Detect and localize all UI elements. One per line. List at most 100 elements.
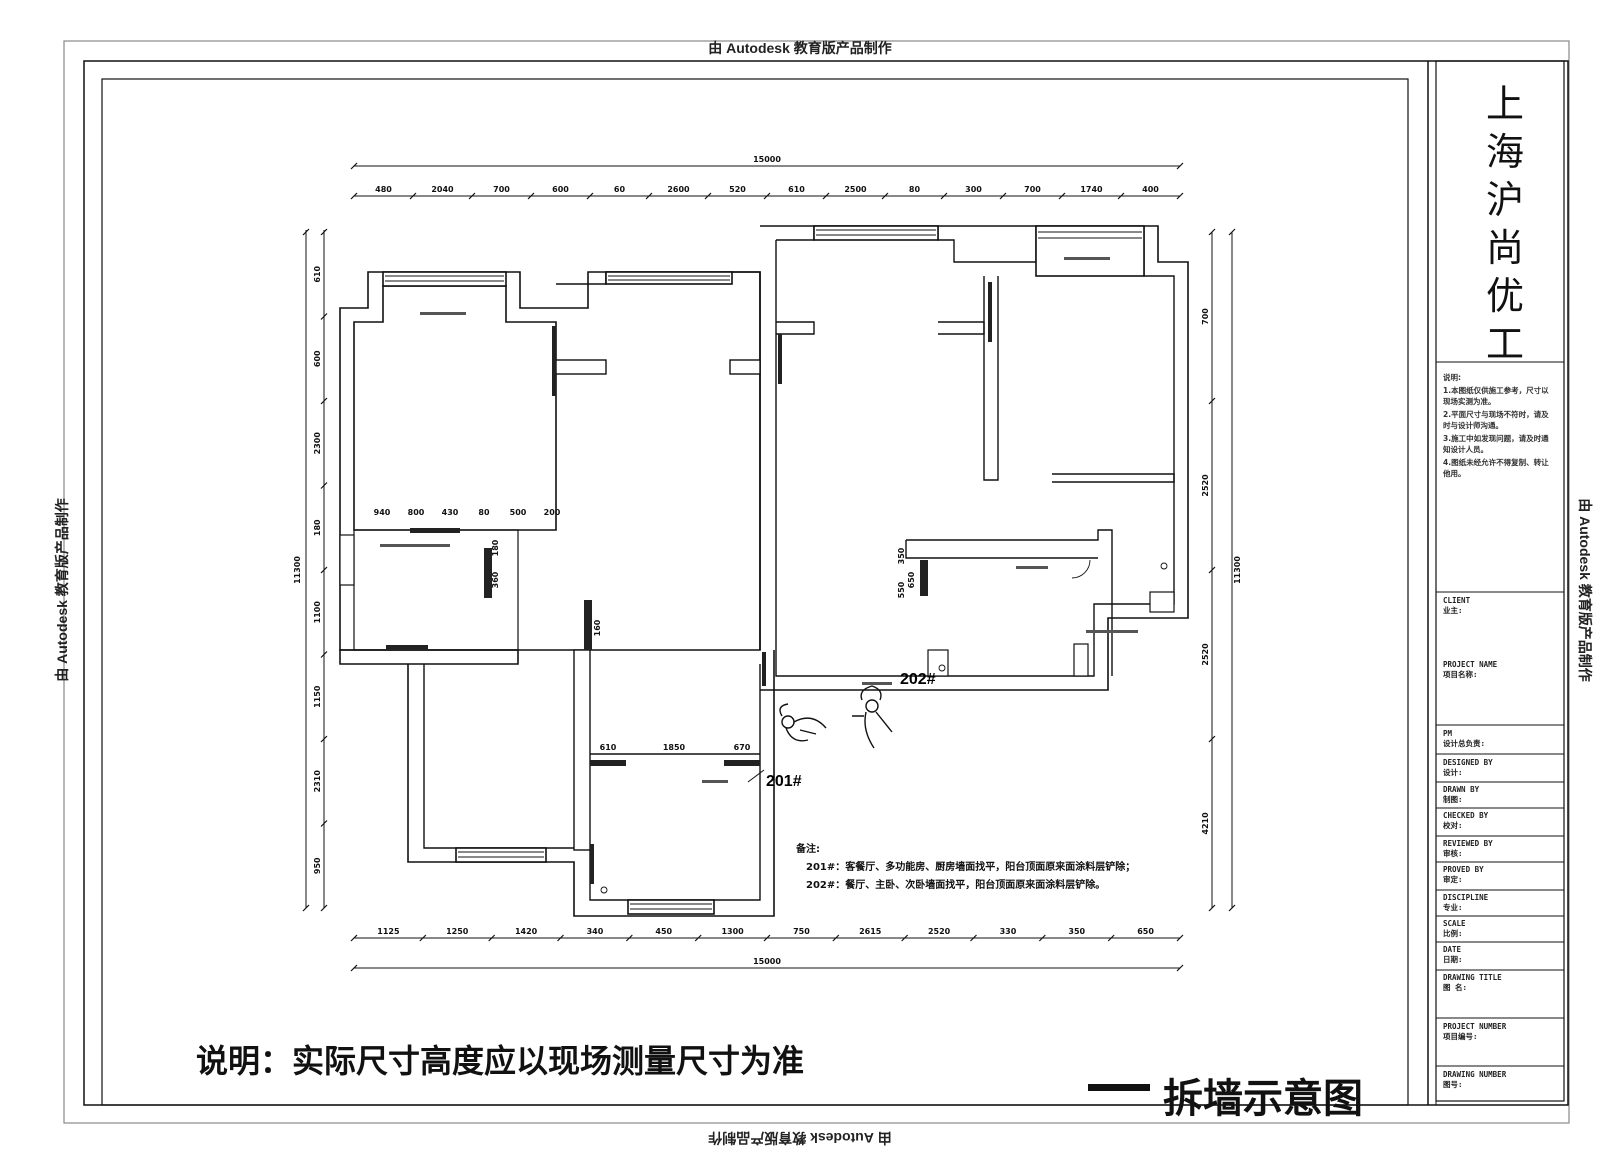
dimension-label: 2500 <box>844 185 867 194</box>
dimension-tick <box>1038 934 1046 942</box>
dimension-label: 610 <box>313 265 322 282</box>
remarks-title: 备注: <box>795 842 820 855</box>
dimension-label: 1100 <box>313 601 322 624</box>
dimension-tick <box>881 192 889 200</box>
dimension-label: 1250 <box>446 927 469 936</box>
dimension-tick <box>822 192 830 200</box>
balcony-left <box>382 271 507 287</box>
dimension-label: 750 <box>793 927 810 936</box>
inner-dim-label: 670 <box>734 743 751 752</box>
inner-dim-label: 430 <box>442 508 459 517</box>
dimension-tick <box>419 934 427 942</box>
dimension-label: 1150 <box>313 685 322 708</box>
dimension-label: 4210 <box>1201 812 1210 835</box>
dimension-label: 2600 <box>667 185 690 194</box>
window-kitchen-bottom <box>627 899 715 915</box>
wall-right-inner <box>775 226 1175 677</box>
notes-item: 4.图纸未经允许不得复制、转让他用。 <box>1443 458 1549 478</box>
window-lower-left <box>455 847 547 863</box>
notes-item: 1.本图纸仅供施工参考，尺寸以现场实测为准。 <box>1443 386 1549 406</box>
dim-top-total: 15000 <box>753 155 781 164</box>
title-underline-bar <box>1088 1084 1150 1091</box>
company-char: 海 <box>1485 130 1524 174</box>
dimension-tick <box>832 934 840 942</box>
company-name: 上 海 沪 尚 优 工 <box>1470 80 1540 368</box>
wall-left-bedroom-outer <box>339 271 761 651</box>
inner-dim-label: 80 <box>478 508 490 517</box>
dim-bottom-total: 15000 <box>753 957 781 966</box>
dimension-label: 330 <box>1000 927 1017 936</box>
dimension-tick <box>320 651 328 658</box>
wall-bathroom <box>905 529 1113 676</box>
inner-dim-label: 160 <box>593 619 602 636</box>
dimension-tick <box>1208 904 1216 912</box>
dimension-label: 80 <box>909 185 921 194</box>
outer-border <box>63 40 1570 1124</box>
dimension-tick <box>1208 566 1216 574</box>
watermark-bottom: 由 Autodesk 教育版产品制作 <box>708 1130 892 1146</box>
inner-dim-label: 200 <box>544 508 561 517</box>
inner-dim-label: 360 <box>491 571 500 588</box>
tag-201: 201# <box>766 773 802 790</box>
dimension-tick <box>302 904 310 912</box>
dimension-label: 180 <box>313 519 322 536</box>
inner-dim-label: 1850 <box>663 743 686 752</box>
dimension-tick <box>350 162 358 170</box>
dimension-tick <box>704 192 712 200</box>
floor-plan <box>339 225 1189 917</box>
dimension-tick <box>645 192 653 200</box>
dimension-tick <box>694 934 702 942</box>
balcony-right <box>1035 225 1145 277</box>
notes-item: 2.平面尺寸与现场不符时，请及时与设计师沟通。 <box>1443 410 1549 430</box>
titleblock-frame <box>1435 60 1565 1102</box>
inner-dim-label: 180 <box>491 539 500 556</box>
dimension-tick <box>302 228 310 236</box>
dimension-tick <box>586 192 594 200</box>
dimension-label: 650 <box>1137 927 1154 936</box>
dimension-label: 520 <box>729 185 746 194</box>
inner-dim-label: 550 <box>897 581 906 598</box>
inner-dim-label: 350 <box>897 547 906 564</box>
dimension-tick <box>1228 904 1236 912</box>
worker-icon <box>779 685 893 749</box>
dimension-tick <box>320 820 328 827</box>
dimension-label: 700 <box>1201 308 1210 325</box>
dimension-label: 1740 <box>1080 185 1103 194</box>
dimension-tick <box>1176 162 1184 170</box>
dimension-tick <box>1208 228 1216 236</box>
dimension-label: 1300 <box>721 927 744 936</box>
dimension-label: 2310 <box>313 770 322 793</box>
dimension-tick <box>970 934 977 942</box>
dimension-label: 600 <box>552 185 569 194</box>
remarks-line-2: 202#：餐厅、主卧、次卧墙面找平，阳台顶面原来面涂料层铲除。 <box>806 878 1105 891</box>
dimension-tick <box>625 934 633 942</box>
dimension-tick <box>1176 192 1184 200</box>
dimension-label: 950 <box>313 857 322 874</box>
wall-living-outer <box>556 271 761 650</box>
dimension-tick <box>320 904 328 912</box>
dimension-tick <box>1228 228 1236 236</box>
wall-right-outer <box>760 225 1189 691</box>
dimension-tick <box>1208 397 1216 405</box>
wall-left-bedroom-inner <box>353 285 557 531</box>
company-char: 上 <box>1485 82 1524 126</box>
dimension-label: 450 <box>655 927 672 936</box>
dimension-label: 1420 <box>515 927 538 936</box>
dimension-label: 2300 <box>313 432 322 455</box>
dimension-tick <box>468 192 476 200</box>
inner-dim-label: 800 <box>408 508 425 517</box>
drawing-title: 拆墙示意图 <box>1163 1075 1363 1122</box>
dimension-tick <box>320 228 328 236</box>
dimension-label: 300 <box>965 185 982 194</box>
dimension-tick <box>999 192 1007 200</box>
dimension-tick <box>320 482 328 489</box>
